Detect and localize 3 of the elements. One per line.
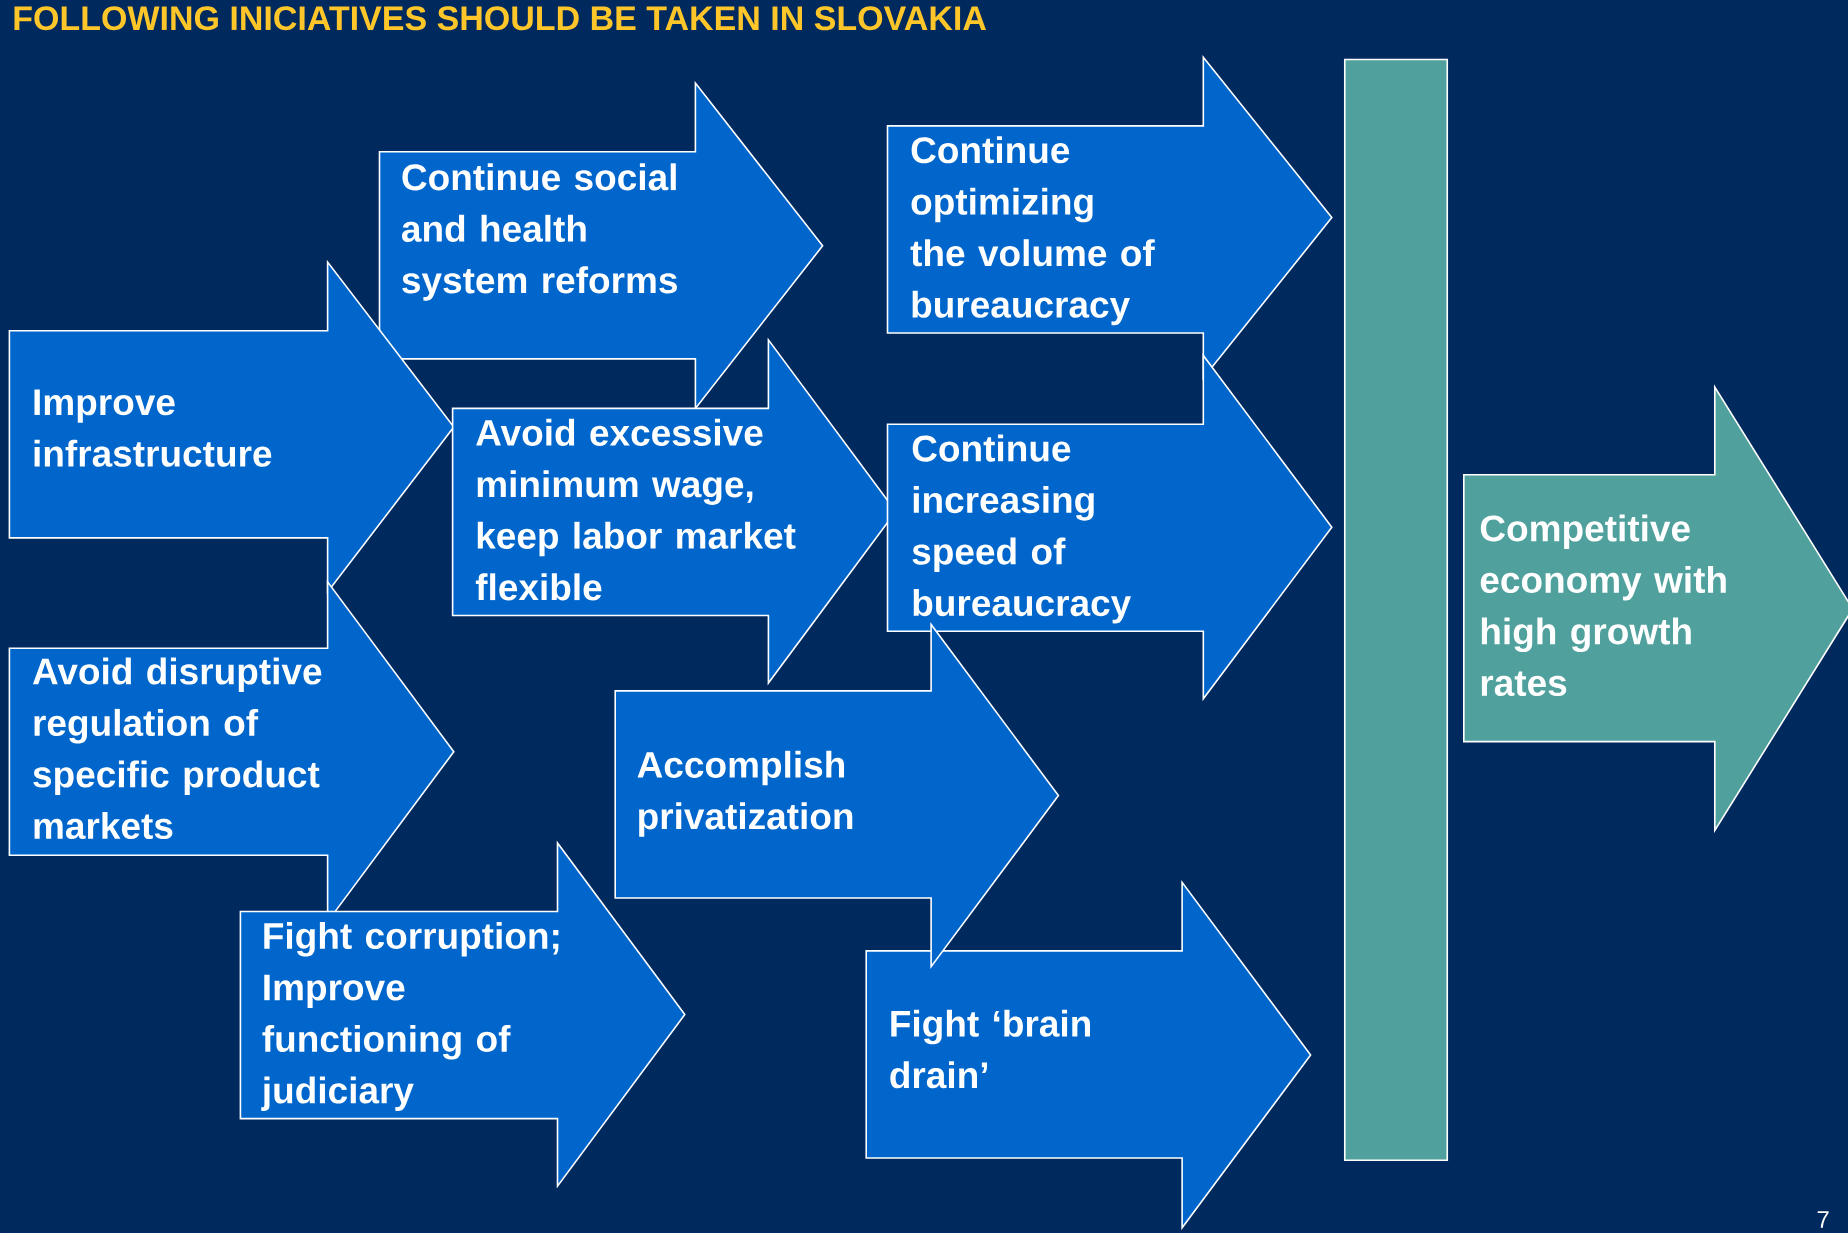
- page-number: 7: [1817, 1211, 1829, 1228]
- bar: [1343, 58, 1449, 1162]
- title: FOLLOWING INICIATIVES SHOULD BE TAKEN IN SLOVAKIA: [14, 6, 986, 31]
